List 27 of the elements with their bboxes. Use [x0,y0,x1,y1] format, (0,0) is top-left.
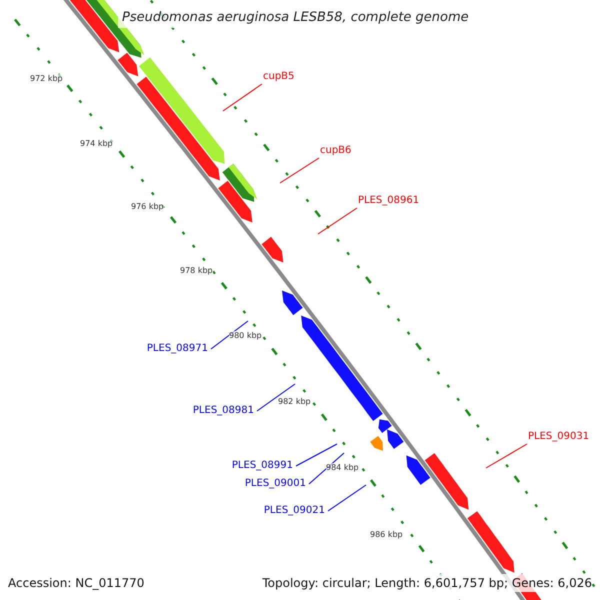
leader-line [318,208,358,234]
leader-line [328,484,366,512]
leader-line [486,444,528,468]
gene-label: PLES_08981 [192,404,254,418]
gene-label: PLES_08991 [232,459,293,473]
gene-label: cupB5 [263,70,294,84]
genome-info-text: Topology: circular; Length: 6,601,757 bp; Genes: 6,026 [262,574,592,592]
position-label: 972 kbp [30,74,63,84]
position-label: 980 kbp [229,331,262,341]
leader-line [280,158,320,184]
gene-label: PLES_08961 [358,194,420,208]
position-label: 982 kbp [278,397,311,407]
leader-line [222,84,262,112]
position-label: 976 kbp [131,202,164,212]
gene-label: PLES_09031 [528,430,590,444]
leader-line [296,444,338,466]
gene-label: PLES_09021 [264,504,325,518]
leader-line [210,320,248,350]
position-label: 984 kbp [326,463,359,473]
position-label: 974 kbp [80,139,113,149]
leader-line [308,452,344,484]
position-label: 978 kbp [180,266,213,276]
gene-label: cupB6 [320,144,352,158]
gene-label: PLES_09001 [244,477,306,491]
gene-label: PLES_08971 [146,342,208,356]
leader-line [256,384,296,412]
position-label: 986 kbp [370,530,403,540]
